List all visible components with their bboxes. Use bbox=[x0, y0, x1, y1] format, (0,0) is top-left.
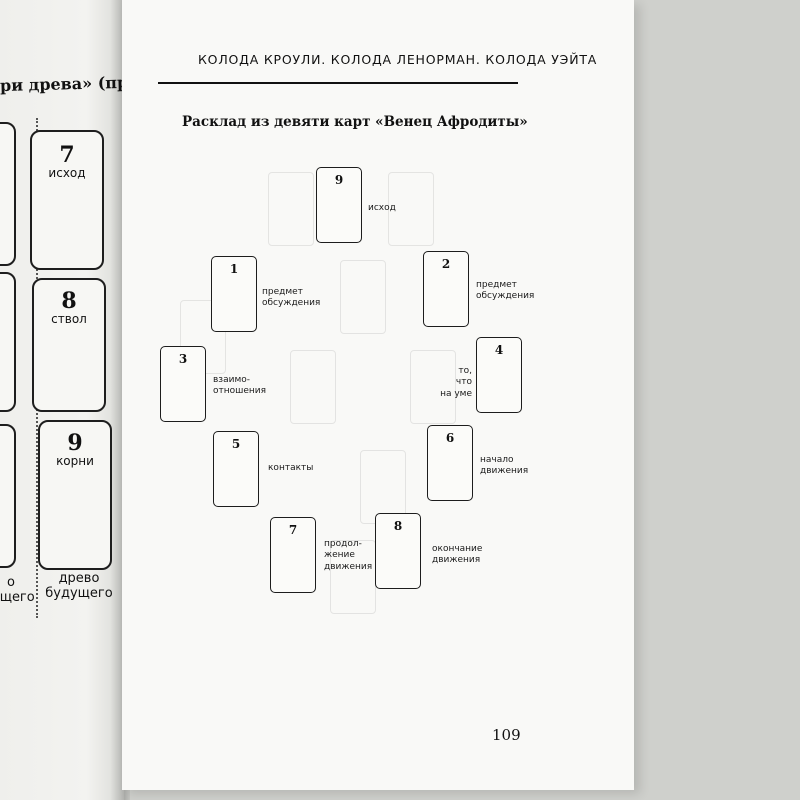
card-number: 9 bbox=[334, 173, 344, 187]
spread-card-1: 1 bbox=[211, 256, 257, 332]
card-number: 3 bbox=[178, 352, 188, 366]
spread-title: Расклад из девяти карт «Венец Афродиты» bbox=[182, 114, 528, 130]
card-label-3: взаимо- отношения bbox=[213, 375, 267, 397]
card-number: 8 bbox=[393, 519, 403, 533]
page-number: 109 bbox=[492, 726, 521, 744]
spread-card-6: 6 bbox=[427, 425, 473, 501]
spread-card-2: 2 bbox=[423, 251, 469, 327]
left-page-card-8: 8 ствол bbox=[32, 278, 106, 412]
card-number: 4 bbox=[494, 343, 504, 357]
card-label-7: продол- жение движения bbox=[324, 539, 373, 572]
left-page-card-7: 7 исход bbox=[30, 130, 104, 270]
left-page-caption: о ущего bbox=[0, 575, 35, 605]
card-label: корни bbox=[56, 454, 94, 468]
left-page-card-edge bbox=[0, 424, 16, 568]
right-page bbox=[122, 0, 634, 790]
card-label-2: предмет обсуждения bbox=[476, 280, 535, 302]
card-label-1: предмет обсуждения bbox=[262, 287, 321, 309]
card-number: 6 bbox=[445, 431, 455, 445]
spread-card-5: 5 bbox=[213, 431, 259, 507]
spread-card-3: 3 bbox=[160, 346, 206, 422]
left-page-card-9: 9 корни bbox=[38, 420, 112, 570]
left-page-card-edge bbox=[0, 272, 16, 412]
card-number: 8 bbox=[61, 288, 77, 314]
spread-card-4: 4 bbox=[476, 337, 522, 413]
header-rule bbox=[158, 82, 518, 84]
card-number: 1 bbox=[229, 262, 239, 276]
running-header: КОЛОДА КРОУЛИ. КОЛОДА ЛЕНОРМАН. КОЛОДА У… bbox=[198, 52, 598, 67]
card-number: 9 bbox=[67, 430, 83, 456]
card-label-4: то, что на уме bbox=[440, 366, 472, 399]
left-page-caption: древо будущего bbox=[45, 571, 113, 601]
card-number: 2 bbox=[441, 257, 451, 271]
left-page-card-edge bbox=[0, 122, 16, 266]
card-label-6: начало движения bbox=[480, 455, 529, 477]
card-label: исход bbox=[48, 166, 86, 180]
show-through-ghost bbox=[160, 160, 460, 620]
card-number: 7 bbox=[288, 523, 298, 537]
spread-card-7: 7 bbox=[270, 517, 316, 593]
spread-card-8: 8 bbox=[375, 513, 421, 589]
card-label-8: окончание движения bbox=[432, 544, 483, 566]
card-label: ствол bbox=[51, 312, 87, 326]
spread-card-9: 9 bbox=[316, 167, 362, 243]
card-label-5: контакты bbox=[268, 463, 314, 473]
card-number: 5 bbox=[231, 437, 241, 451]
card-label-9: исход bbox=[368, 203, 396, 213]
card-number: 7 bbox=[59, 142, 75, 168]
